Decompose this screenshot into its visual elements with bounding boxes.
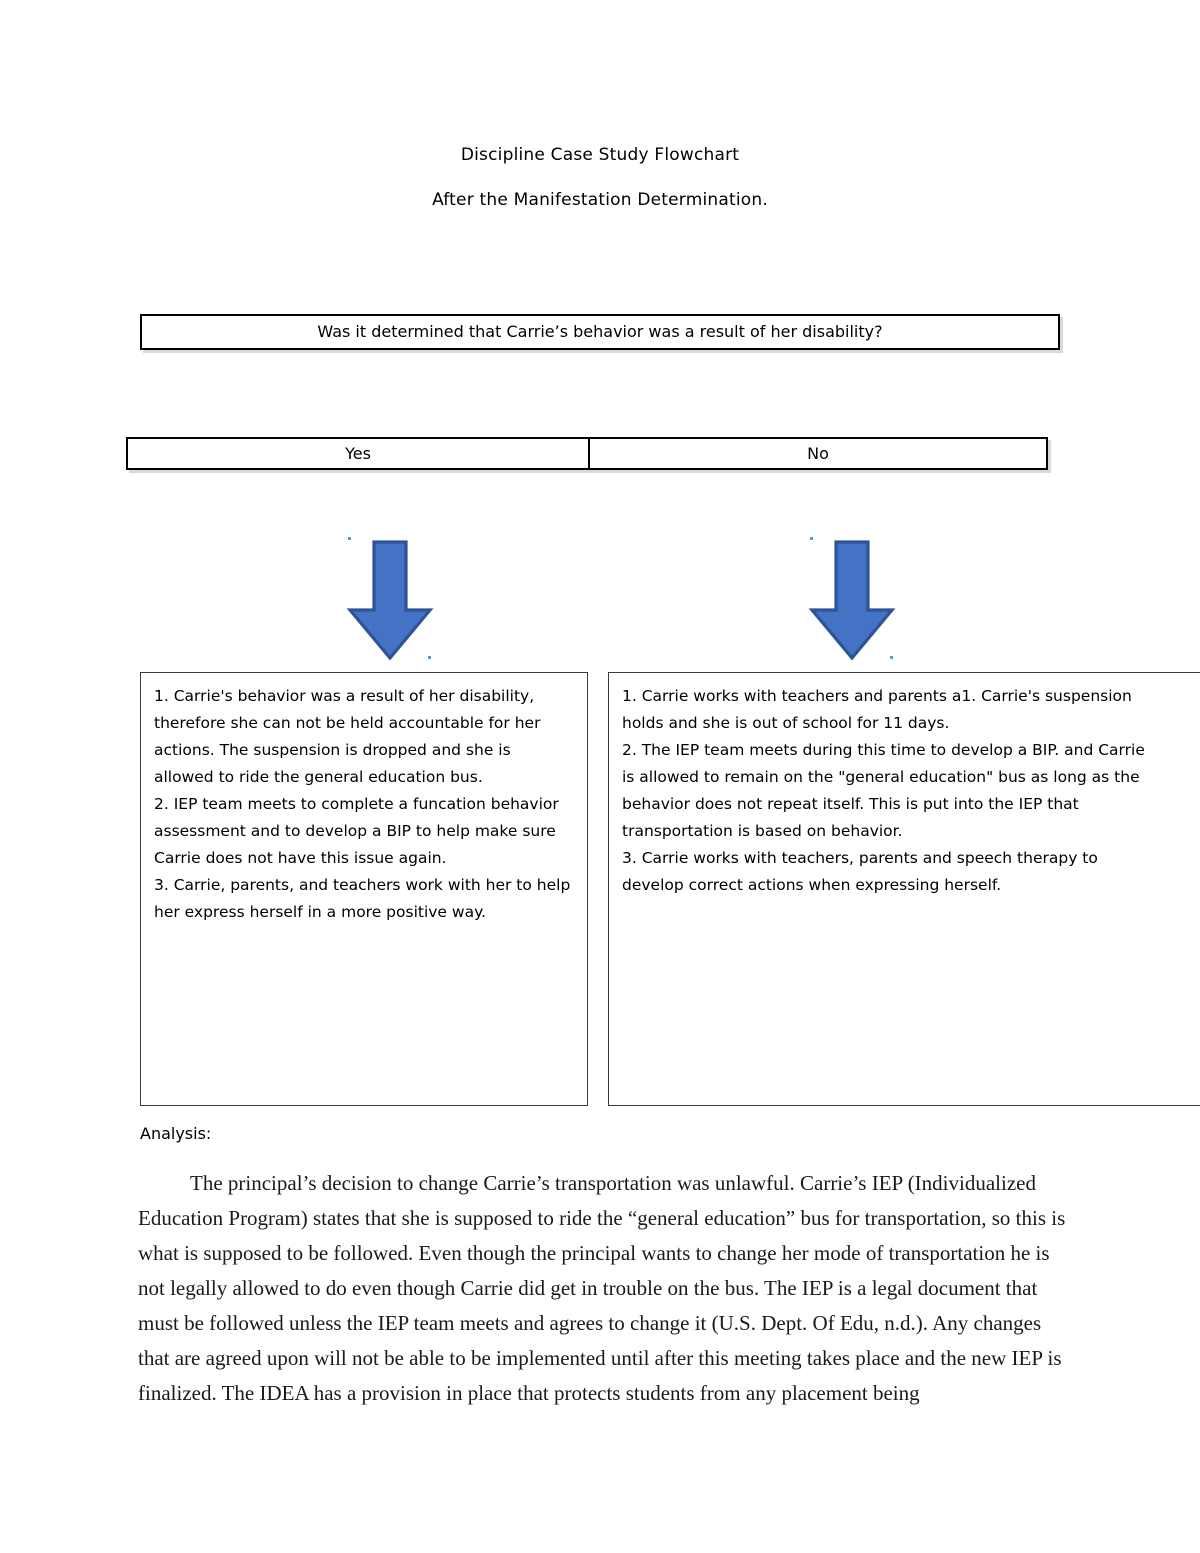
flowchart-question-text: Was it determined that Carrie’s behavior…	[317, 322, 883, 342]
branch-cell-yes: Yes	[128, 439, 590, 468]
selection-handle-icon	[428, 656, 431, 659]
outcome-box-no: 1. Carrie works with teachers and parent…	[608, 672, 1200, 1106]
down-arrow-icon	[346, 540, 434, 661]
selection-handle-icon	[890, 656, 893, 659]
analysis-heading: Analysis:	[140, 1124, 212, 1143]
branch-label-yes: Yes	[345, 444, 371, 463]
flowchart-branch-row: Yes No	[126, 437, 1048, 470]
down-arrow-no	[802, 534, 902, 664]
selection-handle-icon	[810, 537, 813, 540]
branch-cell-no: No	[590, 439, 1046, 468]
outcome-box-yes: 1. Carrie's behavior was a result of her…	[140, 672, 588, 1106]
outcome-text-no: 1. Carrie works with teachers and parent…	[622, 687, 1145, 894]
outcome-text-yes: 1. Carrie's behavior was a result of her…	[154, 687, 571, 921]
down-arrow-icon	[808, 540, 896, 661]
selection-handle-icon	[348, 537, 351, 540]
analysis-paragraph: The principal’s decision to change Carri…	[138, 1171, 1066, 1405]
branch-label-no: No	[807, 444, 829, 463]
page-title: Discipline Case Study Flowchart	[460, 145, 740, 165]
page-subtitle: After the Manifestation Determination.	[432, 190, 768, 210]
flowchart-question-box: Was it determined that Carrie’s behavior…	[140, 314, 1060, 350]
down-arrow-yes	[340, 534, 440, 664]
